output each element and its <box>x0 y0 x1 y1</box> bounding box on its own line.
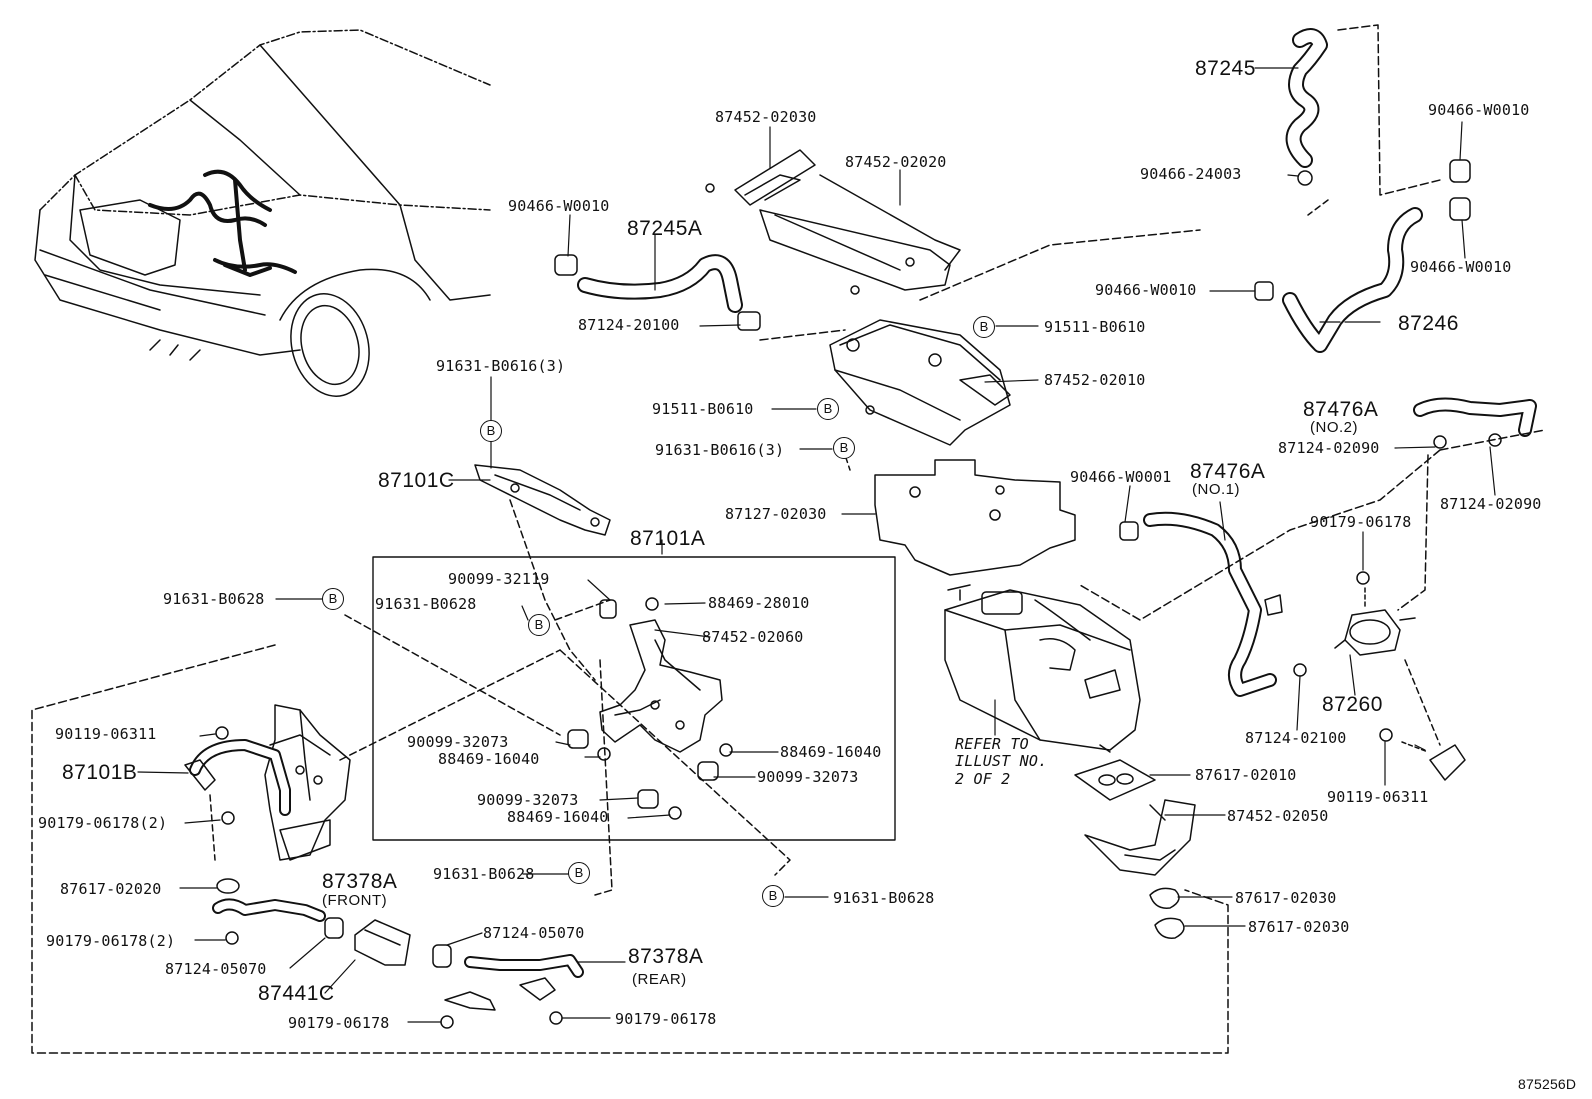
callout-b: B <box>833 437 855 459</box>
part-label: 91631-B0628 <box>163 590 265 608</box>
part-label: 88469-16040 <box>507 808 609 826</box>
bracket-87452-02050 <box>1084 799 1196 876</box>
part-label: 88469-16040 <box>438 750 540 768</box>
bracket-upper <box>705 149 961 295</box>
part-label: 91511-B0610 <box>652 400 754 418</box>
part-label: 90466-W0010 <box>1410 258 1512 276</box>
part-label: 90179-06178(2) <box>46 932 176 950</box>
part-label: 90179-06178(2) <box>38 814 168 832</box>
assembly-87101a-box <box>372 556 896 841</box>
leader-lines <box>137 67 1496 1023</box>
part-label: 91631-B0628 <box>375 595 477 613</box>
part-sublabel: (REAR) <box>632 971 687 988</box>
part-label: 90466-W0010 <box>1095 281 1197 299</box>
part-label: 88469-28010 <box>708 594 810 612</box>
callout-b: B <box>973 316 995 338</box>
part-label: 87378A <box>322 870 398 893</box>
part-label: 90099-32073 <box>477 791 579 809</box>
part-label: 87617-02020 <box>60 880 162 898</box>
part-label: 90099-32073 <box>757 768 859 786</box>
part-label: 91631-B0628 <box>433 865 535 883</box>
bracket-87101c <box>474 464 611 681</box>
part-label: 87124-02090 <box>1440 495 1542 513</box>
part-label: 87260 <box>1322 693 1383 716</box>
part-label: 87617-02010 <box>1195 766 1297 784</box>
part-label: 87617-02030 <box>1235 889 1337 907</box>
callout-b: B <box>568 862 590 884</box>
part-label: 87245 <box>1195 57 1256 80</box>
callout-b: B <box>762 885 784 907</box>
part-label: 91631-B0616(3) <box>436 357 566 375</box>
gaskets-87617-02030 <box>1149 887 1185 939</box>
gasket-sheet <box>839 439 1076 576</box>
callout-b: B <box>817 398 839 420</box>
hose-87476a-no1 <box>1119 511 1283 697</box>
assembly-outline <box>31 644 1229 1054</box>
part-label: 90119-06311 <box>55 725 157 743</box>
part-label: 88469-16040 <box>780 743 882 761</box>
canister <box>944 584 1141 753</box>
part-label: 87441C <box>258 982 335 1005</box>
part-label: 90099-32119 <box>448 570 550 588</box>
refer-note: REFER TO ILLUST NO. 2 OF 2 <box>955 735 1048 788</box>
part-label: 90099-32073 <box>407 733 509 751</box>
part-sublabel: (FRONT) <box>322 892 388 909</box>
callout-b: B <box>528 614 550 636</box>
part-label: 87245A <box>627 217 703 240</box>
part-label: 90466-W0010 <box>1428 101 1530 119</box>
hoses-87378a <box>212 878 584 1029</box>
hose-87476a-no2 <box>1079 397 1546 621</box>
part-label: 87452-02010 <box>1044 371 1146 389</box>
part-label: 90466-W0010 <box>508 197 610 215</box>
part-label: 87101B <box>62 761 138 784</box>
part-label: 87127-02030 <box>725 505 827 523</box>
diagram-code: 875256D <box>1518 1076 1577 1092</box>
part-label: 87452-02020 <box>845 153 947 171</box>
part-label: 87124-20100 <box>578 316 680 334</box>
part-label: 87101C <box>378 469 455 492</box>
part-sublabel: (NO.1) <box>1192 481 1240 498</box>
callout-b: B <box>322 588 344 610</box>
part-label: 91631-B0616(3) <box>655 441 785 459</box>
part-label: 87617-02030 <box>1248 918 1350 936</box>
car-illustration <box>34 29 491 397</box>
hose-87245a <box>554 254 846 341</box>
callout-b: B <box>480 420 502 442</box>
part-label: 87452-02060 <box>702 628 804 646</box>
part-label: 87476A <box>1190 460 1266 483</box>
part-label: 87124-05070 <box>165 960 267 978</box>
part-label: 87101A <box>630 527 706 550</box>
part-label: 87124-05070 <box>483 924 585 942</box>
part-label: 87476A <box>1303 398 1379 421</box>
part-label: 91511-B0610 <box>1044 318 1146 336</box>
part-label: 87124-02100 <box>1245 729 1347 747</box>
part-label: 90179-06178 <box>615 1010 717 1028</box>
part-sublabel: (NO.2) <box>1310 419 1358 436</box>
part-label: 87124-02090 <box>1278 439 1380 457</box>
part-label: 91631-B0628 <box>833 889 935 907</box>
part-label: 87452-02050 <box>1227 807 1329 825</box>
part-label: 90179-06178 <box>1310 513 1412 531</box>
part-label: 87378A <box>628 945 704 968</box>
gasket-87617-02010 <box>1074 759 1156 801</box>
upper-hose-group <box>1254 24 1471 353</box>
part-label: 90179-06178 <box>288 1014 390 1032</box>
part-label: 90466-W0001 <box>1070 468 1172 486</box>
part-label: 90119-06311 <box>1327 788 1429 806</box>
part-label: 87452-02030 <box>715 108 817 126</box>
bracket-87101b <box>184 704 351 861</box>
junction-block <box>829 229 1201 446</box>
vsv-87260 <box>1293 571 1466 781</box>
part-label: 87246 <box>1398 312 1459 335</box>
part-label: 90466-24003 <box>1140 165 1242 183</box>
